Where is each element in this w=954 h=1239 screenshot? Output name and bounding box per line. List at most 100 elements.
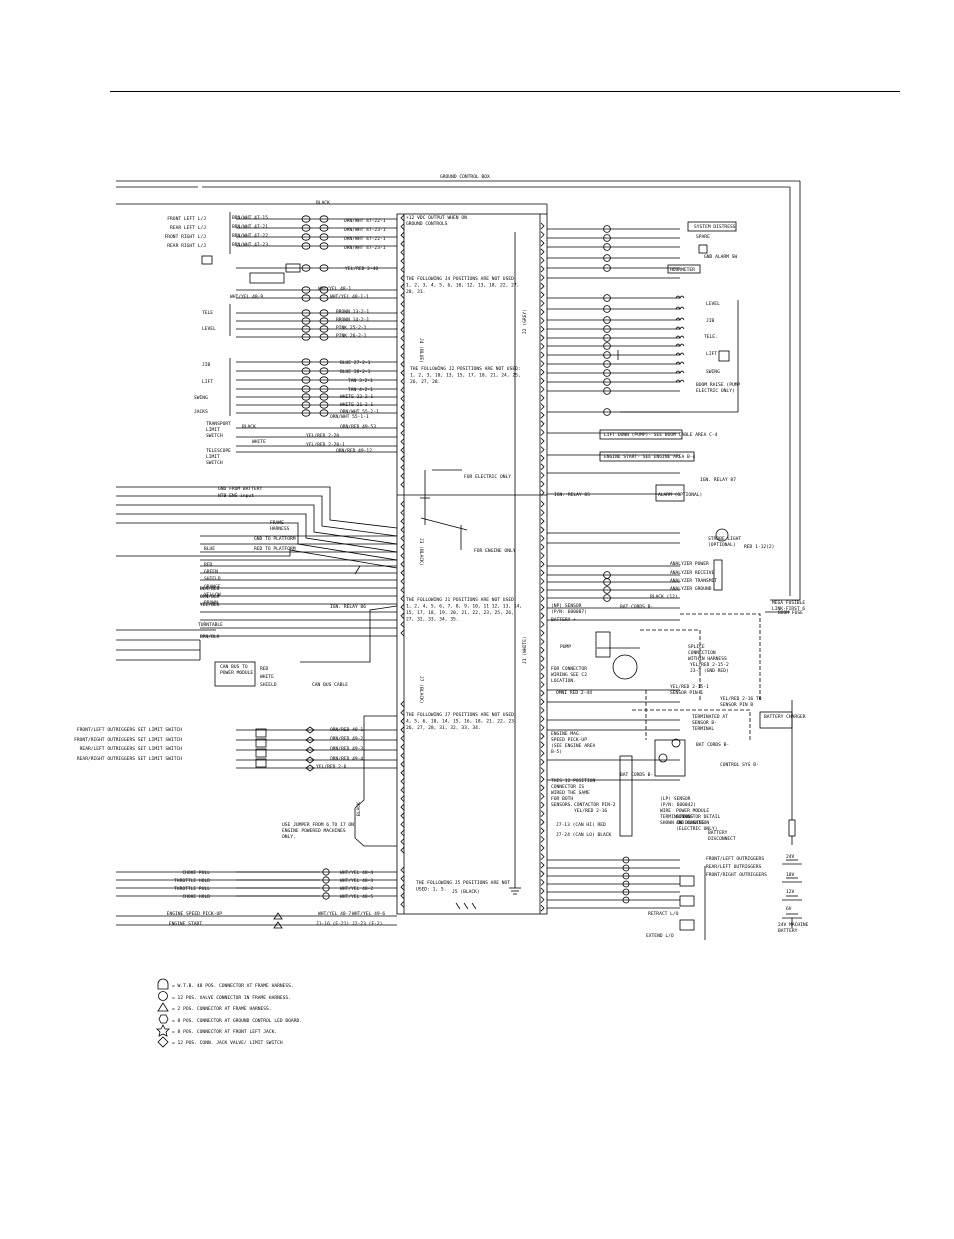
right-label: CONNECTOR DETAIL	[676, 814, 720, 820]
wire-label: ORN/RED 49-12	[336, 448, 372, 454]
pin-chevron	[540, 351, 545, 359]
j1-unused-note: 1, 2, 4, 5, 6, 7, 8, 9, 10, 11 12, 13, 1…	[406, 604, 522, 610]
connector-symbol	[603, 360, 611, 368]
pin-chevron	[540, 282, 545, 290]
pin-chevron	[540, 698, 545, 706]
wire-label: WHT/YEL 48-7	[318, 911, 351, 917]
pin-chevron	[540, 343, 545, 350]
pin-chevron	[540, 257, 545, 264]
pin-chevron	[400, 500, 405, 508]
wire-label: WHITE 21-2-1	[340, 402, 373, 408]
right-label: ENGINE START- SEE ENGINE AREA B-4	[604, 454, 696, 460]
j1-unused-note: 15, 17, 18, 19, 20, 21, 22, 23, 25, 26,	[406, 610, 514, 616]
pin-chevron	[540, 844, 545, 852]
connector-symbol	[301, 385, 311, 393]
left-label: LEVEL	[202, 326, 216, 332]
wire-label: BLUE 28-2-1	[340, 369, 371, 375]
wire-label: WHITE 22-2-1	[340, 394, 373, 400]
right-label: 12V	[786, 889, 795, 895]
header-rule	[110, 91, 900, 92]
connector-symbol	[622, 856, 630, 864]
pin-chevron	[400, 795, 405, 802]
pin-chevron	[540, 472, 545, 479]
j2-unused-note: 26, 27, 28.	[410, 379, 440, 385]
connector-symbol	[319, 294, 329, 302]
pin-chevron	[540, 300, 545, 307]
connector-symbol	[603, 225, 611, 233]
right-label: YEL/RED 2-15-1	[670, 684, 709, 690]
pin-chevron	[400, 509, 405, 516]
pin-chevron	[540, 429, 545, 436]
right-label: SYSTEM DISTRESS	[694, 224, 736, 230]
connector-symbol	[603, 325, 611, 333]
connector-symbol	[319, 409, 329, 417]
wire-label: ORN/WHT 55-1-1	[330, 414, 369, 420]
pin-chevron	[540, 509, 545, 516]
right-label: YEL/RED 2-15-2	[690, 662, 729, 668]
block-title: GROUND CONTROL BOX	[440, 174, 490, 180]
connector-symbol	[301, 358, 311, 366]
right-label: TERMINATIONS	[660, 814, 693, 820]
right-label: SENSOR PIN-1	[670, 690, 703, 696]
pin-chevron	[540, 827, 545, 835]
connector-symbol	[603, 305, 611, 313]
wire-label: BROWN	[204, 600, 218, 606]
j2-tag: J2 (GREY)	[522, 309, 528, 334]
connector-symbol	[301, 224, 311, 232]
pin-chevron	[540, 446, 545, 453]
pin-chevron	[540, 793, 545, 800]
wire-label: WHT/YEL 48-2	[340, 886, 373, 892]
left-label: LIFT	[202, 379, 213, 385]
left-switch-bus	[201, 212, 301, 416]
right-wire-runs	[547, 225, 685, 909]
right-label: BAT CORDS B-	[620, 772, 653, 778]
left-label: FRAME	[270, 520, 284, 526]
pin-chevron	[400, 621, 405, 628]
right-label: DISCONNECT	[708, 836, 736, 842]
right-label: 6V	[786, 906, 792, 912]
connector-symbol	[603, 369, 611, 377]
pin-chevron	[540, 239, 545, 247]
connector-symbol	[319, 385, 329, 393]
connector-symbol	[603, 316, 611, 324]
right-label: POWER MODULE	[676, 808, 709, 814]
connector-symbol	[603, 378, 611, 386]
j4-unused-note: 28, 31.	[406, 289, 425, 295]
pin-chevron	[540, 638, 545, 645]
pin-chevron	[540, 784, 545, 792]
right-label: B-5)	[551, 749, 562, 755]
wire-label: RED	[204, 562, 213, 568]
wire-label: ORN/RED 49-3	[330, 746, 363, 752]
pin-chevron	[400, 866, 405, 874]
right-label: SPEED PICK-UP	[551, 737, 587, 743]
wire-label: WHT/YEL 48-4	[340, 870, 373, 876]
connector-symbol	[301, 317, 311, 325]
right-label: FRONT/LEFT OUTRIGGERS	[706, 856, 764, 862]
pin-chevron	[540, 758, 545, 766]
left-label: SWITCH	[206, 460, 223, 466]
legend-text: = 12 POS. VALVE CONNECTOR IN FRAME HARNE…	[172, 995, 291, 1001]
pin-chevron	[400, 603, 405, 611]
pin-chevron	[540, 222, 545, 230]
connector-symbol	[319, 264, 329, 272]
left-label: CHOKE HOLD	[182, 894, 210, 900]
left-label: RED TO PLATFORM	[254, 546, 296, 552]
connector-symbol	[603, 334, 611, 342]
right-label: WIRING SEE C2	[551, 672, 587, 678]
pin-chevron	[540, 403, 545, 410]
right-label: CONTROL SYS B-	[720, 762, 759, 768]
pin-chevron	[540, 896, 545, 903]
connector-symbol	[319, 401, 329, 409]
legend-text: = 8 POS. CONNECTOR AT GROUND CONTROL LED…	[172, 1018, 302, 1024]
pin-chevron	[400, 317, 405, 325]
connector-symbol	[319, 358, 329, 366]
pin-chevron	[540, 517, 545, 525]
pin-chevron	[540, 879, 545, 886]
right-label: ANALYZER RECEIVE	[670, 570, 714, 576]
pin-chevron	[540, 715, 545, 723]
right-label: BATTERY +	[551, 617, 576, 623]
pin-chevron	[400, 726, 405, 734]
wire-label: ORN/RED 49-53	[340, 424, 376, 430]
j1-pin-column	[540, 500, 545, 912]
